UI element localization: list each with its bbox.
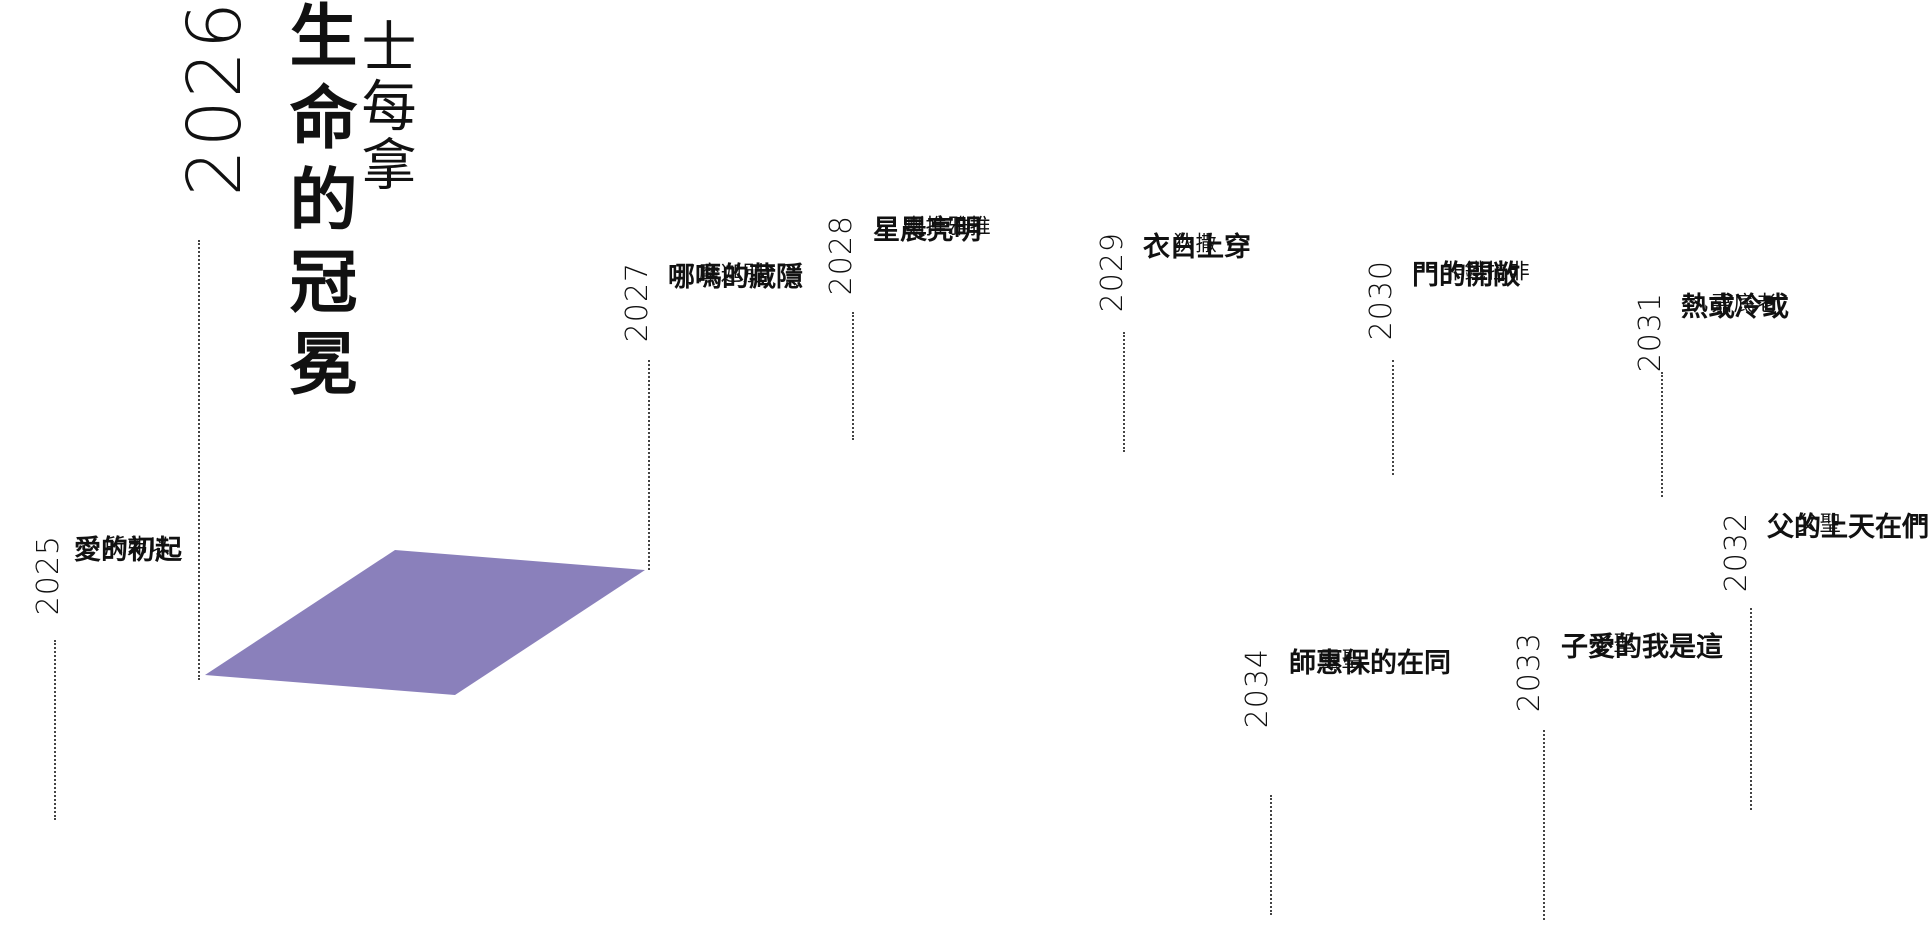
entry-year: 2033 — [1512, 632, 1547, 713]
entry-year: 2032 — [1719, 512, 1754, 593]
entry-title: 敞開的門 — [1407, 260, 1519, 293]
entry-dotted-line — [648, 360, 650, 570]
purple-parallelogram — [205, 550, 645, 695]
main-dotted-line — [198, 240, 200, 680]
entry-dotted-line — [1123, 332, 1125, 452]
entry-year: 2025 — [31, 535, 66, 616]
entry-year: 2031 — [1633, 292, 1668, 373]
entry-title: 隱藏的嗎哪 — [663, 262, 802, 295]
entry-subtitle: 聖父 — [1795, 512, 1842, 535]
entry-title: 穿上白衣 — [1138, 232, 1250, 265]
entry-subtitle: 非拉鐵非 — [1440, 260, 1531, 283]
entry-subtitle: 以弗所 — [102, 535, 171, 558]
entry-dotted-line — [1392, 360, 1394, 475]
entry-year: 2034 — [1240, 648, 1275, 729]
entry-title: 明亮晨星 — [868, 215, 980, 248]
entry-title: 起初的愛 — [69, 535, 181, 568]
entry-subtitle: 別迦摩 — [696, 262, 765, 285]
entry-subtitle: 聖子 — [1589, 632, 1636, 655]
main-title: 生命的冠冕 — [277, 0, 356, 410]
entry-subtitle: 撒狄 — [1171, 232, 1218, 255]
entry-dotted-line — [1270, 795, 1272, 915]
entry-dotted-line — [1750, 608, 1752, 810]
entry-dotted-line — [1543, 730, 1545, 920]
entry-title: 或冷或熱 — [1676, 292, 1788, 325]
entry-year: 2029 — [1095, 232, 1130, 313]
main-year: 2026 — [172, 0, 258, 197]
entry-subtitle: 老底嘉 — [1709, 292, 1778, 315]
entry-dotted-line — [852, 312, 854, 440]
entry-title: 我們在天上的父 — [1762, 512, 1928, 545]
main-subtitle: 士每拿 — [352, 18, 416, 195]
entry-subtitle: 推雅推喇 — [901, 215, 992, 238]
entry-dotted-line — [54, 640, 56, 820]
entry-title: 同在的保惠師 — [1284, 648, 1450, 681]
entry-year: 2028 — [824, 215, 859, 296]
entry-title: 這是我的愛子 — [1556, 632, 1722, 665]
entry-subtitle: 聖靈 — [1317, 648, 1364, 671]
entry-year: 2027 — [620, 262, 655, 343]
entry-dotted-line — [1661, 372, 1663, 497]
entry-year: 2030 — [1364, 260, 1399, 341]
